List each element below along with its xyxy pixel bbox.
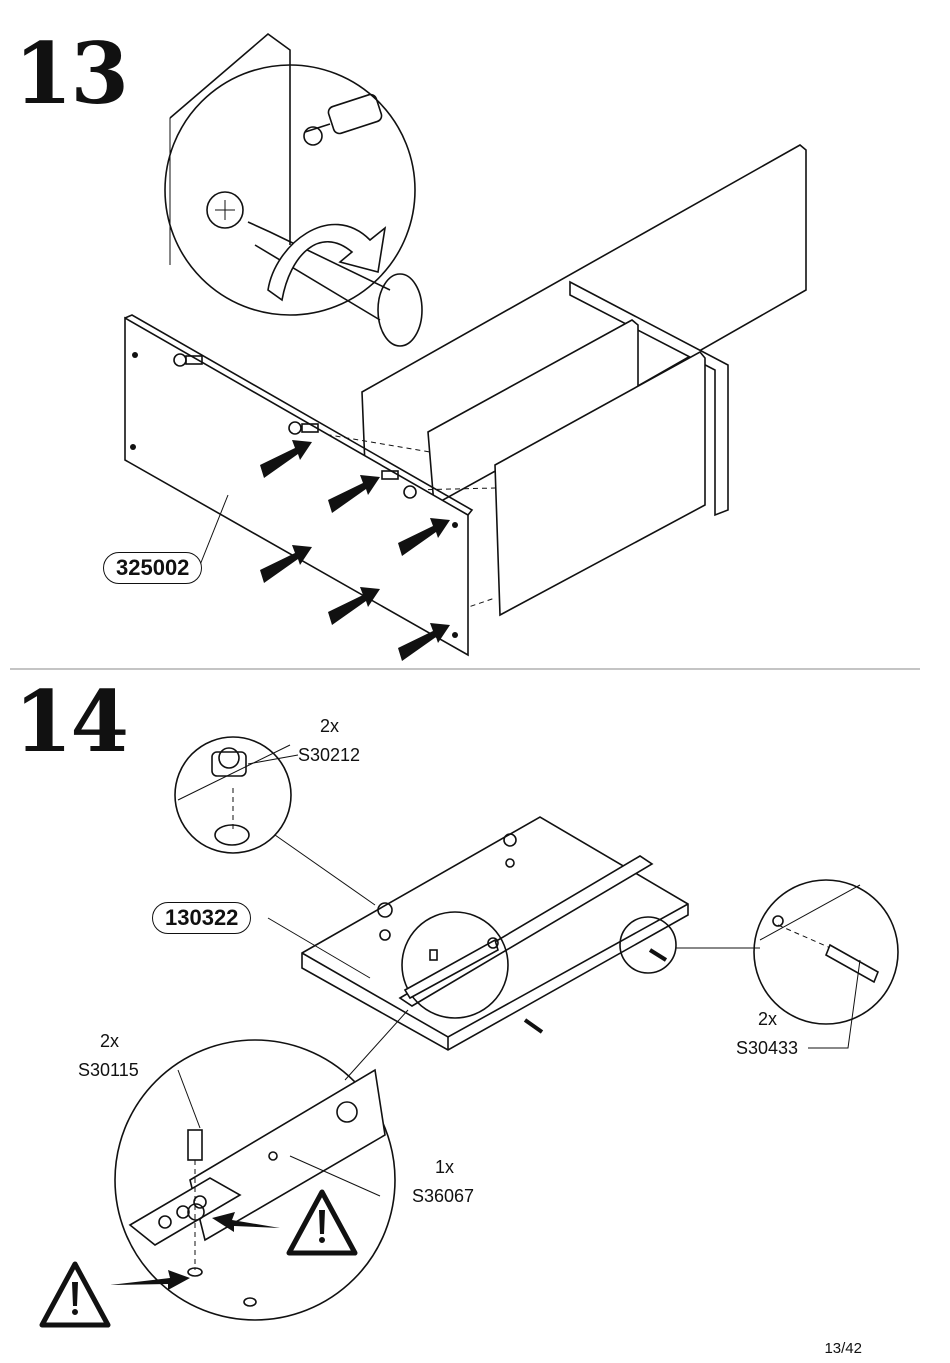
side-panel	[569, 280, 729, 517]
callout-qty: 2x	[320, 716, 340, 736]
divider-panel	[427, 319, 639, 507]
step-13-number: 13	[14, 24, 129, 123]
front-edge-panel	[494, 350, 706, 617]
callout-code: S30212	[298, 745, 361, 765]
warning-icon	[39, 1261, 111, 1328]
push-arrows	[260, 440, 450, 661]
step-14-number: 14	[14, 672, 129, 771]
zoom-detail-cam-circle	[174, 736, 292, 854]
zoom-detail-rail-large-circle	[114, 1039, 396, 1321]
step-13-illustration	[124, 32, 807, 661]
zoom-detail-dowel-small-circle	[619, 916, 677, 974]
page-number: 13/42	[824, 1340, 862, 1357]
panel-325002	[124, 316, 469, 657]
zoom-detail-dowel-circle	[753, 879, 899, 1025]
part-label-325002: 325002	[103, 552, 203, 585]
callout-qty: 1x	[435, 1157, 455, 1177]
callout-code: S30433	[736, 1038, 799, 1058]
board-130322	[301, 816, 689, 1051]
callout-qty: 2x	[758, 1009, 778, 1029]
zoom-detail-rail-circle	[401, 911, 509, 1019]
part-label-130322: 130322	[152, 902, 252, 935]
warning-icon	[286, 1189, 358, 1256]
step-14-illustration	[39, 736, 899, 1328]
zoom-detail-screw	[169, 32, 423, 347]
callout-code: S30115	[78, 1060, 139, 1080]
callout-qty: 2x	[100, 1031, 120, 1051]
callout-code: S36067	[412, 1186, 475, 1206]
